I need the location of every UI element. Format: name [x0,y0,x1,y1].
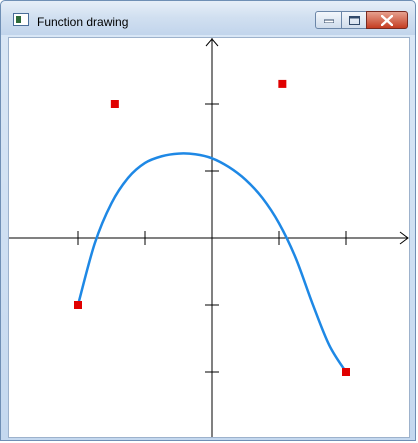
data-point [110,100,119,108]
maximize-button[interactable] [341,11,367,29]
function-plot [9,38,409,437]
function-curve [76,152,348,374]
maximize-icon [348,15,360,25]
y-axis-arrow [205,38,219,47]
drawing-canvas [8,37,410,438]
minimize-icon [323,19,334,23]
data-point [278,79,287,88]
data-point [74,301,82,309]
x-axis-arrow [399,231,409,245]
data-point [342,368,350,376]
window-title: Function drawing [37,15,129,29]
close-button[interactable] [366,11,408,29]
title-bar[interactable]: Function drawing [1,1,415,35]
app-icon [13,13,29,26]
minimize-button[interactable] [315,11,342,29]
close-icon [381,14,393,26]
